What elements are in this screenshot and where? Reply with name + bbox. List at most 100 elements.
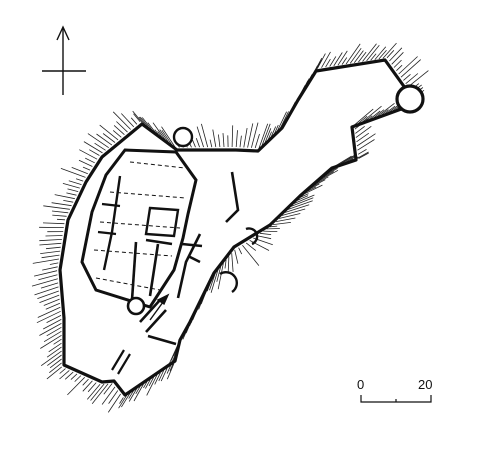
hachure-stroke	[63, 200, 74, 203]
hachure-stroke	[101, 386, 116, 405]
hachure-stroke	[196, 126, 204, 148]
hachure-stroke	[68, 180, 82, 185]
hachure-stroke	[52, 214, 67, 217]
hachure-stroke	[67, 377, 85, 396]
hachure-stroke	[119, 397, 124, 404]
hachure-stroke	[40, 250, 61, 254]
hachure-stroke	[71, 167, 88, 175]
hachure-stroke	[366, 44, 380, 62]
hachure-stroke	[358, 152, 369, 159]
hachure-stroke	[201, 123, 209, 148]
hachure-stroke	[49, 358, 62, 369]
hachure-stroke	[281, 208, 306, 216]
hachure-stroke	[46, 366, 62, 380]
northwest-tower	[172, 126, 194, 148]
hachure-stroke	[259, 232, 272, 235]
hachure-stroke	[254, 133, 260, 149]
hachure-stroke	[227, 256, 230, 273]
hachure-stroke	[275, 217, 296, 222]
hachure-stroke	[270, 126, 277, 137]
hachure-stroke	[121, 113, 135, 128]
hachure-stroke	[210, 269, 219, 293]
hachure-stroke	[46, 326, 62, 337]
hachure-stroke	[218, 134, 221, 148]
hachure-stroke	[264, 128, 272, 143]
hachure-stroke	[79, 149, 98, 160]
hachure-stroke	[357, 115, 368, 125]
hachure-stroke	[135, 386, 141, 395]
hachure-stroke	[43, 205, 70, 210]
hachure-stroke	[116, 121, 128, 133]
hachure-stroke	[261, 123, 271, 146]
hachure-stroke	[143, 381, 148, 389]
bailey-walls	[139, 171, 240, 346]
hachure-stroke	[54, 194, 75, 200]
hachure-stroke	[37, 306, 61, 318]
hachure-stroke	[278, 213, 301, 219]
northeast-round-tower	[395, 84, 425, 114]
hachure-stroke	[284, 204, 310, 213]
hachure-stroke	[40, 334, 62, 349]
hachure-stroke	[370, 53, 377, 61]
hachure-stroke	[382, 42, 397, 59]
hachure-stroke	[161, 126, 176, 148]
hachure-stroke	[75, 178, 84, 182]
hachure-stroke	[368, 110, 381, 121]
hachure-stroke	[217, 262, 224, 290]
hachure-stroke	[325, 58, 331, 68]
hachure-stroke	[398, 56, 418, 75]
hachure-stroke	[329, 56, 337, 67]
hachure-stroke	[60, 168, 86, 178]
hachure-stroke	[372, 109, 385, 119]
east-tower-lower	[219, 271, 239, 293]
hachure-stroke	[389, 47, 403, 62]
hachure-stroke	[56, 218, 66, 221]
hachure-stroke	[121, 392, 131, 408]
hachure-stroke	[405, 73, 419, 85]
hachure-stroke	[82, 380, 93, 392]
north-arrow	[42, 25, 86, 95]
hachure-stroke	[37, 290, 59, 299]
hachure-stroke	[96, 133, 113, 146]
hachure-stroke	[34, 286, 59, 296]
hachure-stroke	[82, 378, 89, 386]
south-gate	[111, 349, 131, 375]
hachure-stroke	[146, 374, 158, 396]
hachure-stroke	[345, 43, 361, 65]
hachure-stroke	[374, 46, 387, 60]
hachure-stroke	[108, 390, 119, 404]
hachure-stroke	[32, 258, 59, 264]
hachure-stroke	[355, 125, 372, 138]
inner-round-tower	[126, 296, 146, 316]
hachure-stroke	[46, 346, 62, 358]
hachure-stroke	[337, 50, 348, 66]
hachure-stroke	[287, 200, 313, 210]
hachure-stroke	[51, 210, 69, 214]
hachure-stroke	[47, 354, 62, 366]
hachure-stroke	[160, 368, 168, 382]
hachure-stroke	[87, 133, 109, 149]
hachure-stroke	[128, 390, 134, 399]
hachure-stroke	[251, 122, 259, 148]
hachure-stroke	[152, 122, 167, 141]
hachure-stroke	[166, 365, 171, 374]
inner-ward	[80, 148, 198, 309]
hachure-stroke	[357, 139, 375, 151]
hachure-stroke	[231, 253, 234, 272]
hachure-stroke	[356, 133, 376, 147]
hachure-stroke	[400, 59, 421, 78]
hachure-stroke	[238, 247, 243, 255]
hachure-stroke	[192, 140, 196, 148]
hachure-stroke	[216, 266, 222, 282]
hachure-stroke	[66, 192, 77, 196]
hachure-stroke	[70, 373, 78, 380]
hachure-stroke	[296, 195, 309, 201]
hachure-stroke	[386, 50, 395, 59]
hachure-stroke	[235, 130, 238, 148]
hachure-stroke	[113, 125, 125, 135]
hachure-stroke	[49, 362, 62, 374]
hachure-stroke	[239, 135, 242, 148]
hachure-stroke	[353, 50, 364, 64]
hachure-stroke	[42, 266, 58, 271]
